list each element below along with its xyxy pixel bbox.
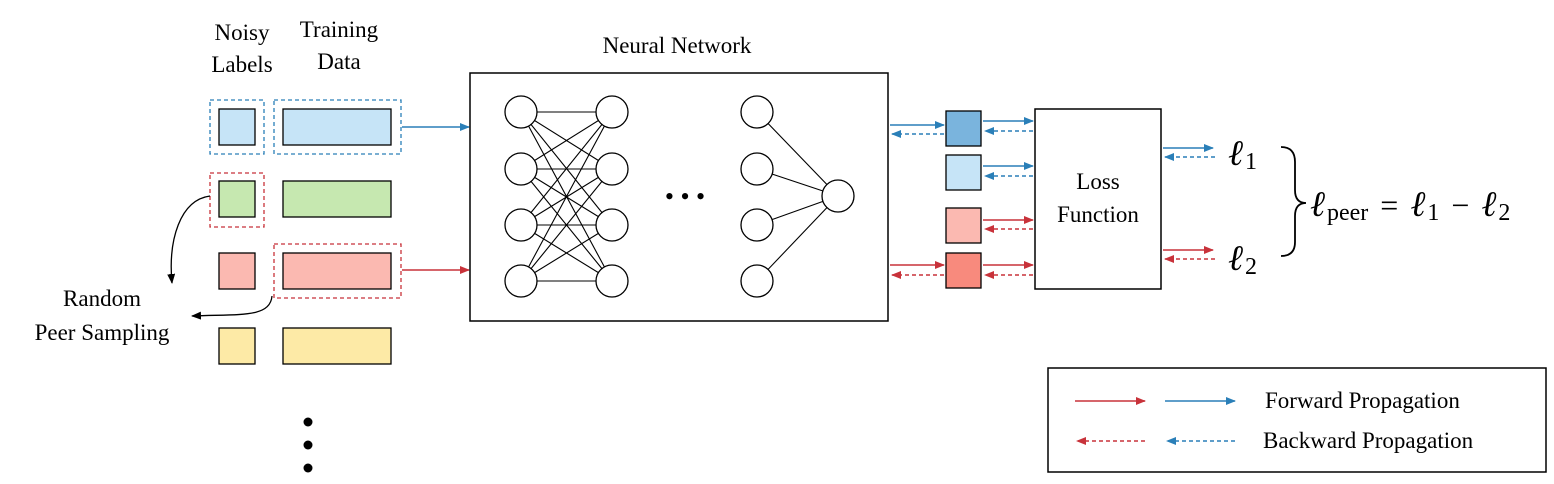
legend-box	[1047, 367, 1547, 473]
data-bar-blue	[282, 108, 392, 146]
neuron	[504, 264, 538, 298]
loss-input-arrows	[983, 117, 1034, 279]
network-edge	[520, 111, 613, 226]
network-edge	[520, 111, 613, 170]
selected-label-dashed-box-1	[209, 99, 265, 155]
selected-data-dashed-box-1	[273, 99, 402, 155]
network-edge	[520, 224, 613, 282]
neuron	[740, 208, 774, 242]
label-square-blue	[218, 108, 256, 146]
legend-backward-label: Backward Propagation	[1263, 428, 1474, 453]
label-input-square-blue	[945, 154, 982, 191]
neuron	[740, 152, 774, 186]
loss-l2: ℓ2	[1228, 238, 1257, 280]
network-edge	[756, 195, 839, 282]
peer-label-dashed-box	[209, 172, 265, 228]
neuron	[740, 264, 774, 298]
training-data-header-line1: Training	[300, 17, 379, 42]
neuron	[504, 95, 538, 129]
horizontal-ellipsis: • • •	[665, 182, 705, 211]
prediction-square-blue	[945, 110, 982, 147]
neural-network-box	[469, 72, 889, 322]
curly-brace	[1280, 146, 1307, 257]
sampling-arrow-label	[167, 195, 211, 284]
training-data-header-line2: Data	[317, 49, 360, 74]
neuron	[740, 95, 774, 129]
label-input-square-red	[945, 207, 982, 244]
neuron	[595, 152, 629, 186]
data-bar-yellow	[282, 327, 392, 365]
network-edge	[756, 111, 839, 197]
network-connections	[520, 111, 839, 282]
neuron	[595, 95, 629, 129]
loss-l1: ℓ1	[1228, 133, 1257, 175]
vertical-ellipsis	[303, 417, 313, 473]
label-square-red	[218, 252, 256, 290]
loss-function-label-line1: Loss	[1076, 169, 1120, 194]
prediction-square-red	[945, 252, 982, 289]
label-square-yellow	[218, 327, 256, 365]
network-neurons	[504, 95, 855, 298]
network-edge	[520, 111, 613, 282]
neuron	[821, 179, 855, 213]
loss-function-box	[1034, 108, 1162, 290]
random-peer-sampling-line1: Random	[63, 286, 141, 311]
neuron	[504, 152, 538, 186]
neuron	[595, 264, 629, 298]
neuron	[504, 208, 538, 242]
sampling-arrow-data	[191, 295, 273, 320]
random-peer-sampling-line2: Peer Sampling	[35, 320, 170, 345]
legend-forward-label: Forward Propagation	[1265, 388, 1460, 413]
loss-function-label-line2: Function	[1057, 202, 1139, 227]
label-square-green	[218, 180, 256, 218]
peer-data-dashed-box	[273, 243, 402, 299]
noisy-labels-header-line2: Labels	[211, 52, 272, 77]
neuron	[595, 208, 629, 242]
noisy-labels-header-line1: Noisy	[215, 20, 270, 45]
peer-loss-equation: ℓpeer=ℓ1−ℓ2	[1310, 184, 1510, 226]
neural-network-title: Neural Network	[603, 33, 752, 58]
data-bar-red	[282, 252, 392, 290]
network-edge	[520, 168, 613, 282]
data-bar-green	[282, 180, 392, 218]
